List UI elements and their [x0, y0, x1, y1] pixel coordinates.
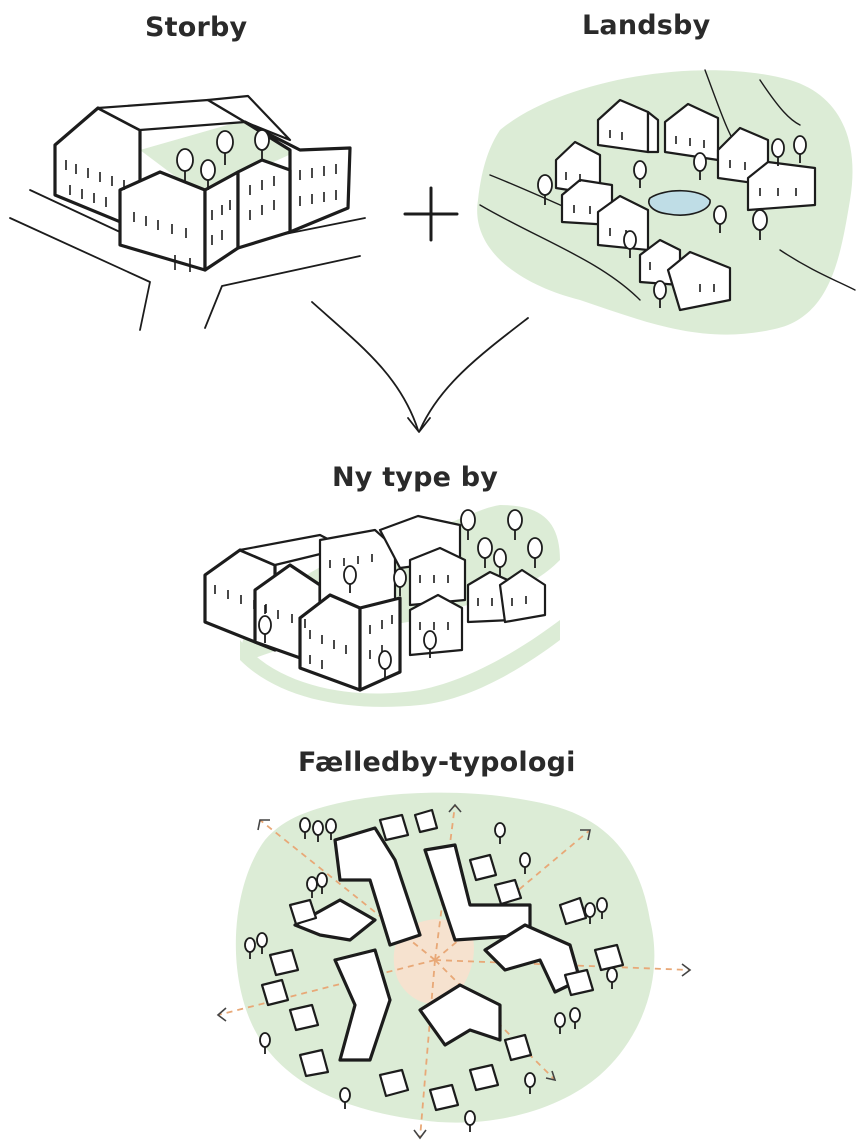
faelledby-typologi-illustration [218, 793, 690, 1138]
ny-type-by-illustration [205, 505, 560, 707]
storby-illustration [10, 96, 365, 330]
landsby-illustration [477, 70, 855, 335]
merge-arrow-icon [312, 302, 528, 432]
plus-icon [405, 188, 457, 240]
